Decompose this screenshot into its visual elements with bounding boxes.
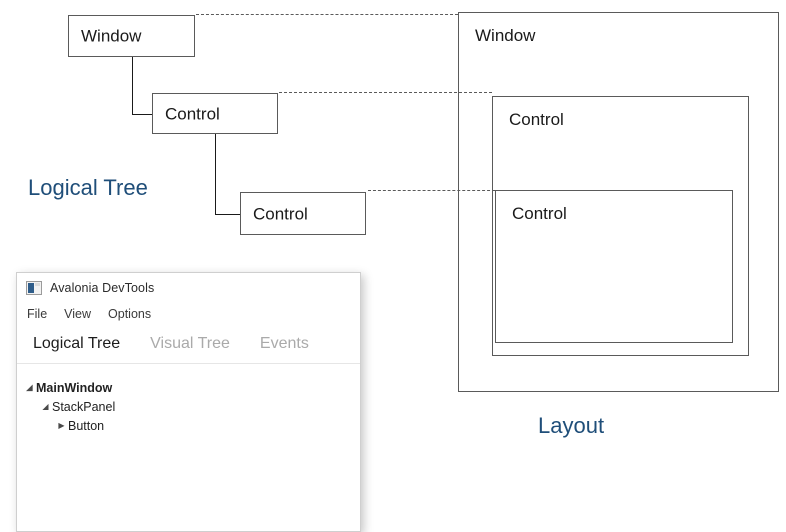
layout-box-2: Control (495, 190, 733, 343)
menu-item-options[interactable]: Options (108, 307, 152, 321)
tree-node-box-1: Control (152, 93, 278, 134)
tree-item-stackpanel[interactable]: ◢StackPanel (17, 397, 360, 416)
connector-horizontal-segment (132, 114, 152, 116)
devtools-window-title: Avalonia DevTools (50, 281, 155, 295)
logical-tree-view[interactable]: ◢MainWindow◢StackPanel▶Button (17, 364, 360, 435)
devtools-tabstrip: Logical Tree Visual Tree Events (17, 325, 360, 364)
menu-item-file[interactable]: File (27, 307, 48, 321)
layout-box-label: Control (509, 110, 564, 129)
tab-events[interactable]: Events (259, 335, 309, 352)
tab-logical-tree[interactable]: Logical Tree (33, 335, 121, 352)
tree-item-label: StackPanel (52, 399, 116, 414)
devtools-titlebar: Avalonia DevTools (17, 273, 360, 303)
window-correspondence (196, 14, 458, 15)
tree-node-label: Window (81, 26, 142, 46)
connector-horizontal-segment (215, 214, 240, 216)
layout-box-label: Window (475, 26, 536, 45)
tree-item-label: MainWindow (36, 380, 113, 395)
tree-node-box-0: Window (68, 15, 195, 57)
logical-tree-caption: Logical Tree (28, 175, 148, 200)
chevron-right-icon[interactable]: ▶ (58, 420, 65, 430)
layout-caption: Layout (538, 413, 605, 438)
tab-visual-tree[interactable]: Visual Tree (150, 335, 230, 352)
tree-node-label: Control (253, 204, 308, 223)
tree-item-label: Button (68, 418, 105, 433)
tree-item-mainwindow[interactable]: ◢MainWindow (17, 378, 360, 397)
avalonia-devtools-window[interactable]: Avalonia DevTools File View Options Logica… (16, 272, 361, 532)
layout-box-label: Control (512, 204, 567, 223)
chevron-down-icon[interactable]: ◢ (42, 401, 49, 411)
tree-node-box-2: Control (240, 192, 366, 235)
connector-vertical-segment (215, 134, 217, 214)
menu-item-view[interactable]: View (64, 307, 92, 321)
window-app-icon (26, 281, 42, 295)
chevron-down-icon[interactable]: ◢ (26, 382, 33, 392)
connector-vertical-segment (132, 57, 134, 114)
devtools-menubar: File View Options (17, 303, 360, 325)
tree-item-button[interactable]: ▶Button (17, 416, 360, 435)
tree-node-label: Control (165, 104, 220, 123)
